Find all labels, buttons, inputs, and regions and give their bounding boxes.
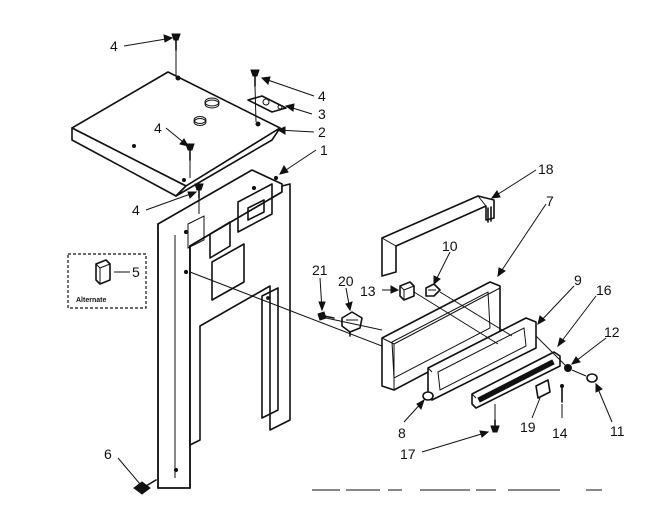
label-2: 2 [318, 124, 326, 140]
label-1: 1 [320, 142, 328, 158]
screw-4d [194, 183, 204, 199]
grommet-11 [586, 373, 598, 383]
label-14: 14 [552, 425, 568, 441]
leader-lines [114, 34, 613, 485]
top-plate [71, 71, 281, 197]
screw-4a [171, 33, 181, 51]
label-18: 18 [538, 161, 554, 177]
label-16: 16 [596, 282, 612, 298]
label-19: 19 [520, 419, 536, 435]
alternate-label: Alternate [76, 297, 106, 304]
label-12: 12 [604, 324, 620, 340]
screw-6 [133, 479, 157, 495]
label-20: 20 [338, 273, 354, 289]
assembly-lines [175, 50, 587, 420]
pin-14 [560, 384, 564, 403]
part-labels: 4 4 3 2 1 4 4 5 6 18 7 10 21 20 13 9 16 … [104, 38, 625, 462]
alternate-box: Alternate [67, 253, 147, 309]
label-6: 6 [104, 446, 112, 462]
screw-17 [490, 419, 500, 433]
label-9: 9 [574, 272, 582, 288]
label-8: 8 [398, 425, 406, 441]
screw-4b [250, 69, 260, 87]
label-13: 13 [360, 283, 376, 299]
screw-8 [422, 391, 434, 401]
label-4d: 4 [132, 202, 140, 218]
label-4c: 4 [154, 120, 162, 136]
label-7: 7 [546, 193, 554, 209]
handle [381, 195, 495, 277]
screw-21 [317, 311, 335, 321]
bracket [247, 95, 287, 113]
nut-12 [564, 364, 572, 372]
label-4a: 4 [110, 38, 118, 54]
cabinet-frame [157, 169, 291, 489]
label-11: 11 [610, 423, 625, 439]
console-trim [471, 351, 561, 409]
label-3: 3 [318, 106, 326, 122]
clip-10 [425, 283, 441, 297]
knob-13 [399, 281, 415, 301]
label-17: 17 [400, 446, 416, 462]
pad-part [535, 379, 551, 399]
label-21: 21 [312, 262, 328, 278]
label-5: 5 [132, 264, 140, 280]
switch-20 [341, 311, 363, 337]
label-4b: 4 [318, 88, 326, 104]
label-10: 10 [442, 238, 458, 254]
